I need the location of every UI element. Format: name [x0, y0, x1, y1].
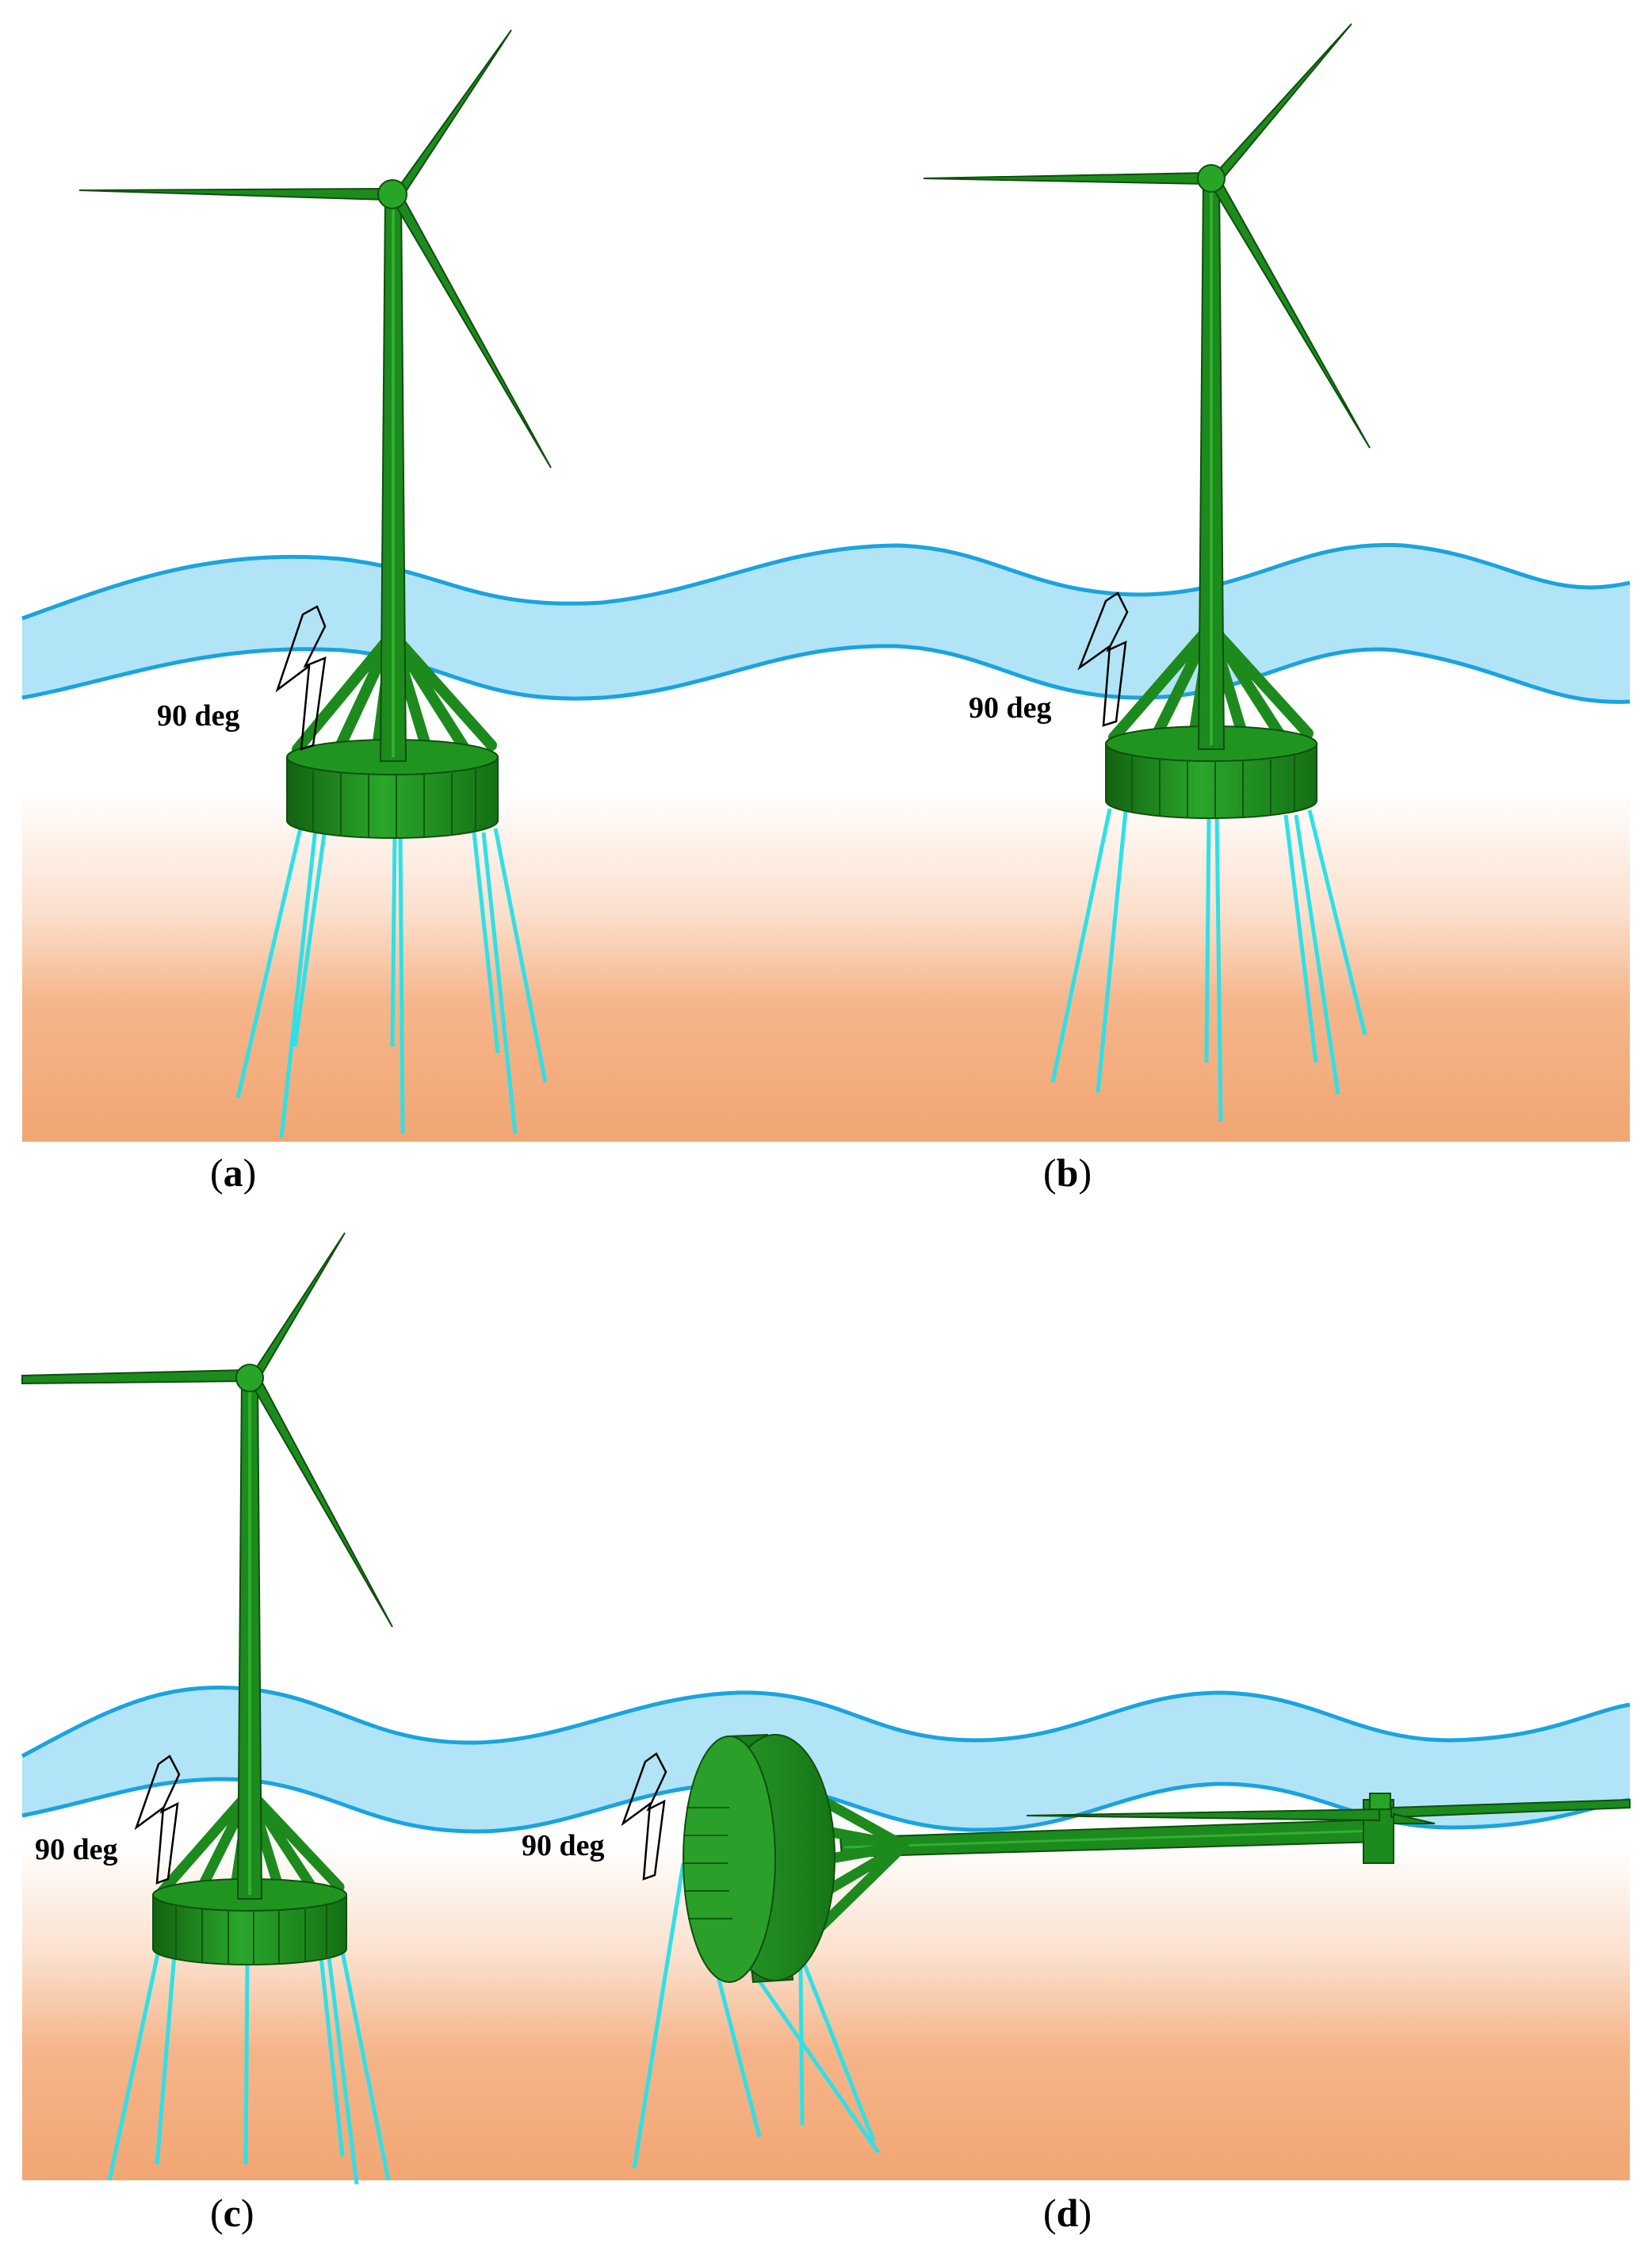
wave-direction-arrow-c: [134, 1755, 181, 1885]
wave-label-b: 90 deg: [969, 691, 1052, 725]
top-row-scene: [21, 542, 1631, 1142]
wave-direction-arrow-d: [621, 1752, 667, 1881]
wave-direction-arrow-a: [275, 605, 327, 751]
mooring-lines-a: [235, 824, 548, 1139]
wave-label-d: 90 deg: [522, 1829, 605, 1862]
mooring-lines-c: [107, 1950, 391, 2185]
hub-b: [1197, 164, 1226, 193]
turbine-d-capsized: 90 deg: [522, 1733, 1631, 2169]
wave-trough-line-top: [21, 644, 1631, 704]
turbine-a: 90 deg: [78, 29, 552, 1139]
seabed-top: [22, 682, 1630, 1142]
wave-crest-line-bottom: [21, 1685, 1631, 1759]
caption-d: (d): [1043, 2191, 1092, 2235]
hub-d: [1369, 1793, 1391, 1810]
mooring-lines-b: [1050, 808, 1367, 1123]
pontoon-b: [1105, 725, 1317, 819]
hub-a: [377, 179, 407, 209]
bottom-row-scene: [21, 1685, 1631, 2180]
wave-band-top: [22, 545, 1630, 702]
wave-label-c: 90 deg: [35, 1833, 118, 1866]
hub-c: [235, 1364, 264, 1392]
turbine-c: 90 deg: [21, 1232, 393, 2185]
rotor-d: [1026, 1798, 1631, 1864]
caption-c: (c): [210, 2191, 254, 2235]
rotor-a: [78, 29, 552, 469]
wave-band-bottom: [22, 1687, 1630, 1831]
pontoon-d: [683, 1733, 836, 1984]
wave-crest-line-top: [21, 542, 1631, 621]
rotor-c: [21, 1232, 393, 1628]
wave-label-a: 90 deg: [157, 699, 240, 733]
caption-b: (b): [1043, 1150, 1092, 1195]
wave-direction-arrow-b: [1077, 591, 1129, 727]
caption-a: (a): [210, 1150, 257, 1195]
rotor-b: [923, 23, 1371, 449]
turbine-b: 90 deg: [923, 23, 1371, 1123]
